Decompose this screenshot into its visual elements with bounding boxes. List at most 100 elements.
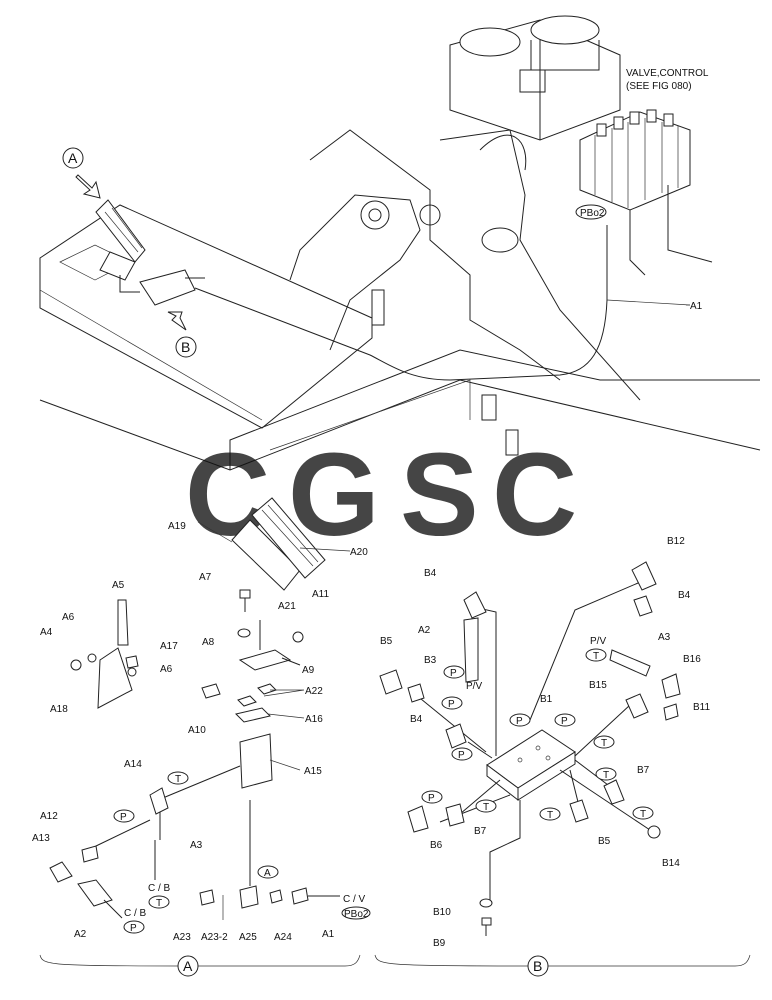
port-a <box>257 865 279 879</box>
port-t-b4-label: T <box>483 802 489 813</box>
part-a22: A22 <box>305 686 323 697</box>
part-a7: A7 <box>199 572 212 583</box>
part-a21: A21 <box>278 601 296 612</box>
part-a24: A24 <box>274 932 292 943</box>
watermark-logo: C G S C <box>185 429 577 561</box>
part-b12: B12 <box>667 536 685 547</box>
part-b5-left: B5 <box>380 636 393 647</box>
port-p-b1-label: P <box>450 668 457 679</box>
part-b4-left: B4 <box>410 714 423 725</box>
port-p-b2-label: P <box>448 699 455 710</box>
pbo2-top-label: PBo2 <box>580 208 605 219</box>
port-p-b4-label: P <box>561 716 568 727</box>
label-pv-left: P/V <box>466 681 482 692</box>
port-p-a1 <box>113 809 135 823</box>
view-b-circle-bottom <box>527 955 549 977</box>
port-t-b3-label: T <box>603 770 609 781</box>
port-p-b3 <box>509 713 531 727</box>
port-t-a1 <box>167 771 189 785</box>
watermark-letter-4: C <box>492 429 577 561</box>
view-a-label-bottom: A <box>183 958 193 974</box>
view-b-circle-top <box>175 336 197 358</box>
part-b7-right: B7 <box>637 765 650 776</box>
port-p-b1 <box>443 665 465 679</box>
port-t-b6-label: T <box>640 809 646 820</box>
part-b1: B1 <box>540 694 553 705</box>
part-a2-view-a: A2 <box>74 929 87 940</box>
part-a17: A17 <box>160 641 178 652</box>
part-a5: A5 <box>112 580 125 591</box>
part-b3: B3 <box>424 655 437 666</box>
watermark-letter-3: S <box>400 429 479 561</box>
pbo2-top-oval <box>575 204 607 220</box>
machine-frame-illustration <box>39 15 761 471</box>
part-a6-bottom: A6 <box>160 664 173 675</box>
port-t-b3 <box>595 767 617 781</box>
view-a-label-top: A <box>68 150 78 166</box>
part-a9: A9 <box>302 665 315 676</box>
part-b16: B16 <box>683 654 701 665</box>
port-p-a1-label: P <box>120 812 127 823</box>
port-a-label: A <box>264 868 271 879</box>
part-a16: A16 <box>305 714 323 725</box>
port-p-a2-label: P <box>130 923 137 934</box>
port-p-b6-label: P <box>428 793 435 804</box>
port-t-a2 <box>148 895 170 909</box>
part-a23-2: A23-2 <box>201 932 228 943</box>
part-a19: A19 <box>168 521 186 532</box>
port-p-b2 <box>441 696 463 710</box>
label-pv-right: P/V <box>590 636 606 647</box>
pbo2-oval-a <box>341 906 371 920</box>
part-a11: A11 <box>312 589 329 600</box>
label-cb-2: C / B <box>124 908 147 919</box>
port-t-b2-label: T <box>601 738 607 749</box>
view-a-exploded <box>39 497 361 976</box>
part-a15: A15 <box>304 766 322 777</box>
part-a14: A14 <box>124 759 142 770</box>
view-b-exploded <box>374 561 751 976</box>
port-t-b1-label: T <box>593 651 599 662</box>
pilot-pedal-top <box>95 199 205 306</box>
part-a3-view-b: A3 <box>658 632 671 643</box>
pipe-a1 <box>194 225 608 381</box>
port-p-b3-label: P <box>516 716 523 727</box>
part-a3-view-a: A3 <box>190 840 203 851</box>
port-p-a2 <box>123 920 145 934</box>
port-t-b5-label: T <box>547 810 553 821</box>
control-valve-bank <box>579 109 713 276</box>
part-b4-right: B4 <box>678 590 691 601</box>
valve-control-label-line1: VALVE,CONTROL <box>626 68 709 79</box>
port-t-b2 <box>593 735 615 749</box>
part-a25: A25 <box>239 932 257 943</box>
part-a8: A8 <box>202 637 215 648</box>
pbo2-label-a: PBo2 <box>344 909 369 920</box>
port-t-b1 <box>585 648 607 662</box>
part-a6-top: A6 <box>62 612 75 623</box>
port-p-b5-label: P <box>458 750 465 761</box>
label-cb-1: C / B <box>148 883 171 894</box>
port-p-b5 <box>451 747 473 761</box>
port-t-b6 <box>632 806 654 820</box>
part-a4: A4 <box>40 627 53 638</box>
view-a-circle-bottom <box>177 955 199 977</box>
view-b-label-top: B <box>181 339 190 355</box>
port-t-b4 <box>475 799 497 813</box>
part-b5-bottom: B5 <box>598 836 611 847</box>
arrow-view-a <box>75 174 101 199</box>
part-b6: B6 <box>430 840 443 851</box>
port-p-b4 <box>554 713 576 727</box>
part-a2-view-b: A2 <box>418 625 431 636</box>
port-t-a2-label: T <box>156 898 162 909</box>
part-b7-left: B7 <box>474 826 487 837</box>
label-cv: C / V <box>343 894 366 905</box>
part-a18: A18 <box>50 704 68 715</box>
port-t-b5 <box>539 807 561 821</box>
port-t-a1-label: T <box>175 774 181 785</box>
part-b15: B15 <box>589 680 607 691</box>
part-a1-view-a: A1 <box>322 929 335 940</box>
view-a-circle-top <box>62 147 84 169</box>
part-a13: A13 <box>32 833 50 844</box>
view-b-label-bottom: B <box>533 958 542 974</box>
arrow-view-b <box>167 311 187 331</box>
